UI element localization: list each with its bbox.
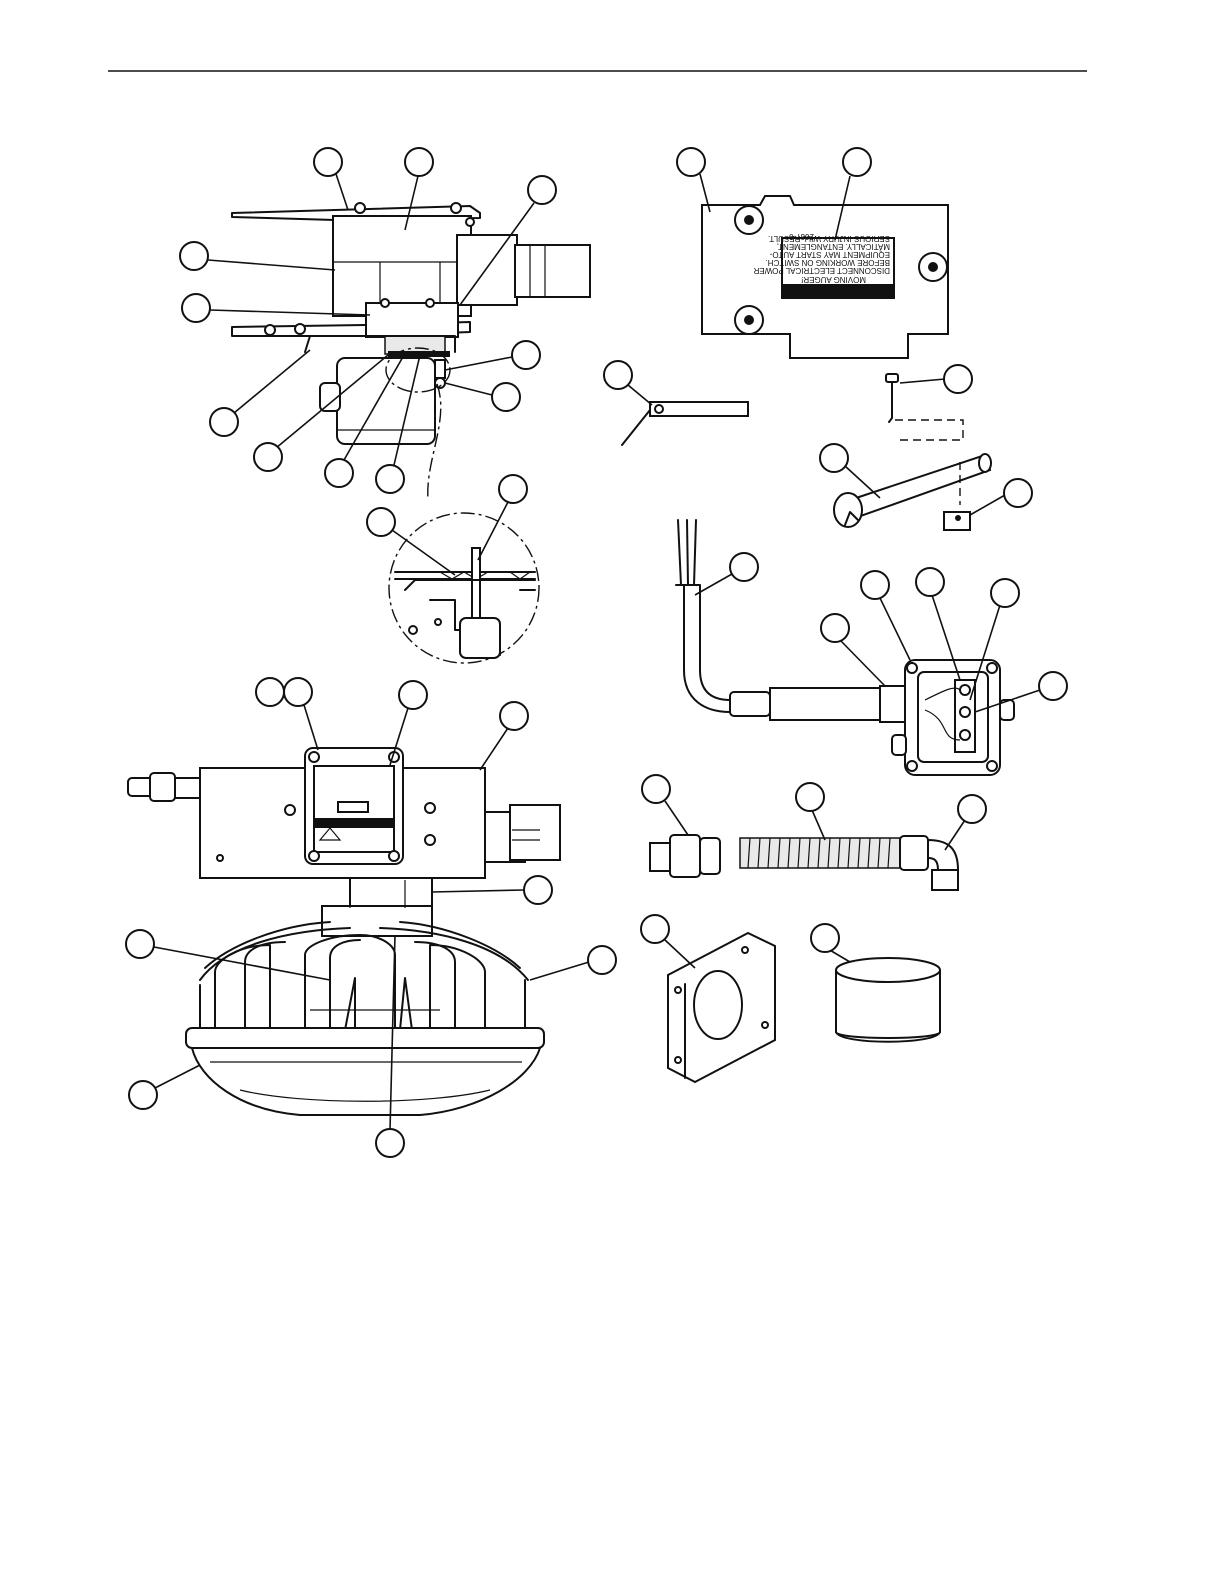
- callout-balloon: [405, 148, 433, 176]
- callout-balloon: [588, 946, 616, 974]
- callout-balloon: [126, 930, 154, 958]
- callout-balloon: [1004, 479, 1032, 507]
- callout-balloon: [958, 795, 986, 823]
- callout-balloon: [944, 365, 972, 393]
- detail-view: [389, 513, 539, 663]
- decal-line6: SERIOUS INJURY WILL RESULT.: [768, 234, 890, 243]
- callout-balloon: [492, 383, 520, 411]
- callout-balloon: [916, 568, 944, 596]
- decal-line1: MOVING AUGER!: [801, 275, 866, 284]
- decal-code: 2667-0: [789, 232, 814, 241]
- junction-box: [892, 660, 1014, 775]
- callout-balloon: [314, 148, 342, 176]
- callout-balloon: [641, 915, 669, 943]
- screw: [886, 374, 898, 422]
- callout-balloon: [376, 465, 404, 493]
- callout-balloon: [284, 678, 312, 706]
- conduit-assembly: [650, 835, 958, 890]
- callout-balloon: [796, 783, 824, 811]
- callout-balloon: [528, 176, 556, 204]
- callout-balloon: [499, 475, 527, 503]
- callout-balloon: [182, 294, 210, 322]
- callout-balloon: [256, 678, 284, 706]
- callout-balloon: [642, 775, 670, 803]
- callout-balloon: [730, 553, 758, 581]
- callout-balloon: [991, 579, 1019, 607]
- callout-balloon: [1039, 672, 1067, 700]
- callout-balloon: [604, 361, 632, 389]
- callout-balloon: [861, 571, 889, 599]
- paddle-shaft: [834, 420, 991, 530]
- callout-balloon: [399, 681, 427, 709]
- cover-plate-view: DANGER MOVING AUGER! DISCONNECT ELECTRIC…: [702, 196, 948, 358]
- callout-balloon: [524, 876, 552, 904]
- actuator-arm: [622, 402, 748, 445]
- lower-assembly-view: [128, 748, 560, 1115]
- callout-balloon: [367, 508, 395, 536]
- callout-balloon: [821, 614, 849, 642]
- cable: [676, 520, 905, 722]
- callout-balloon: [820, 444, 848, 472]
- callout-balloon: [254, 443, 282, 471]
- callout-balloon: [843, 148, 871, 176]
- callout-balloon: [210, 408, 238, 436]
- callout-balloon: [677, 148, 705, 176]
- callout-balloon: [180, 242, 208, 270]
- callout-balloon: [512, 341, 540, 369]
- callout-balloon: [376, 1129, 404, 1157]
- band-ring: [836, 958, 940, 1042]
- callout-balloon: [811, 924, 839, 952]
- callout-balloon: [325, 459, 353, 487]
- callout-balloon: [129, 1081, 157, 1109]
- mounting-bracket: [668, 933, 775, 1082]
- callout-balloon: [500, 702, 528, 730]
